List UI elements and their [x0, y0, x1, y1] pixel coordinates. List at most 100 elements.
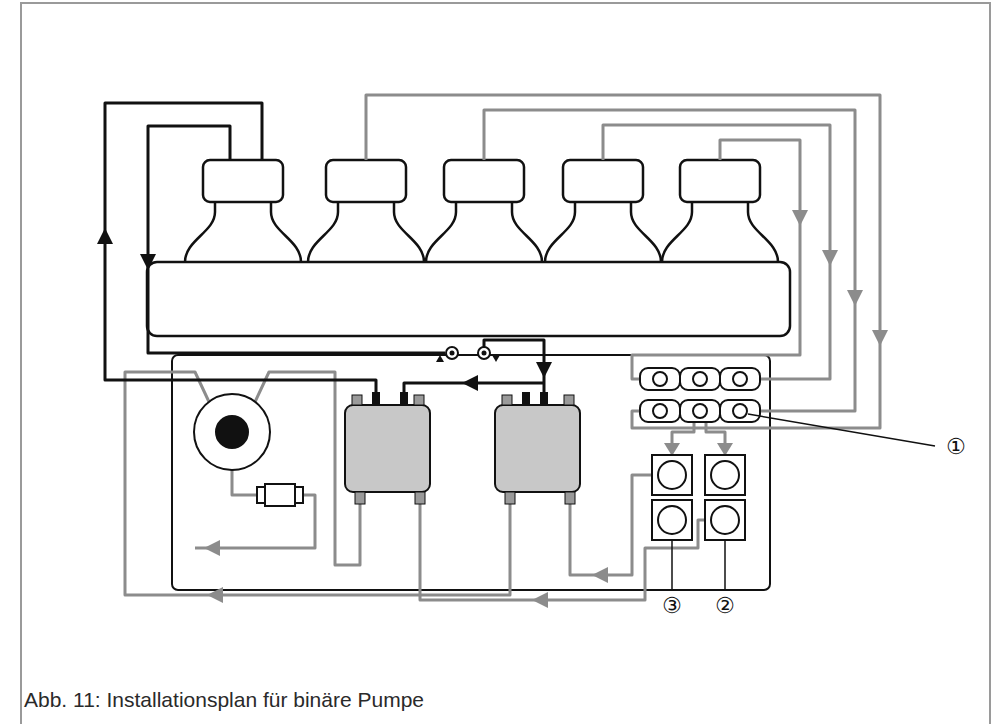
solvent-bottle — [308, 200, 424, 262]
solvent-line — [632, 140, 800, 379]
solvent-bottle — [185, 200, 301, 262]
leader-line — [671, 540, 673, 589]
port-symbol — [482, 351, 487, 356]
figure-caption: Abb. 11: Installationsplan für binäre Pu… — [24, 687, 424, 712]
valve-block — [693, 404, 707, 418]
flow-arrowhead — [207, 587, 223, 603]
solvent-line — [484, 110, 855, 411]
solvent-bottle — [326, 160, 406, 202]
pump-fitting — [414, 395, 424, 405]
port-symbol — [436, 355, 444, 362]
check-valve — [705, 455, 745, 495]
pump-fitting — [352, 395, 362, 405]
flow-arrowhead — [204, 540, 220, 556]
callout-number: ③ — [662, 594, 682, 618]
flow-arrowhead — [822, 250, 838, 266]
inline-filter — [295, 487, 303, 503]
valve-block — [720, 368, 760, 390]
inline-filter — [265, 484, 295, 506]
check-valve — [652, 455, 745, 540]
solvent-line — [125, 372, 510, 595]
solvent-bottle — [545, 200, 661, 262]
check-valve — [652, 500, 692, 540]
pump-head — [345, 405, 580, 492]
rinse-line — [105, 103, 376, 393]
check-valve — [652, 455, 692, 495]
check-valve — [711, 506, 739, 534]
rinse-arrowhead — [97, 228, 552, 391]
rinse-port — [446, 347, 458, 359]
solvent-line — [570, 475, 652, 575]
solvent-line — [125, 95, 880, 600]
rinse-line — [484, 340, 544, 393]
rinse-arrowhead — [140, 254, 156, 270]
flow-arrowhead — [592, 567, 608, 583]
check-valve — [705, 500, 745, 540]
solvent-line — [232, 470, 257, 495]
solvent-tray — [147, 262, 790, 336]
mixer — [216, 416, 248, 448]
port-symbol — [436, 351, 500, 363]
rinse-port — [446, 347, 490, 359]
pump-connector — [540, 392, 548, 406]
check-valve — [711, 461, 739, 489]
flow-arrowhead — [792, 210, 808, 226]
inline-filter — [257, 484, 303, 506]
valve-block — [640, 400, 680, 422]
pump-connector — [522, 392, 530, 406]
valve-block — [680, 368, 720, 390]
callout-number: ② — [715, 594, 735, 618]
valve-block — [653, 404, 667, 418]
solvent-bottle — [444, 160, 524, 202]
valve-block — [680, 400, 720, 422]
flow-arrowhead — [872, 330, 888, 346]
solvent-line — [420, 504, 705, 600]
inline-filter — [257, 487, 265, 503]
pump-housing — [172, 355, 770, 590]
solvent-line — [603, 125, 830, 379]
solvent-line — [706, 422, 725, 446]
leader-line — [672, 414, 935, 589]
pump-fitting — [355, 492, 365, 504]
pump-head — [495, 405, 580, 492]
rinse-line — [148, 126, 445, 353]
pump-connector — [372, 392, 380, 406]
valve-block — [640, 368, 760, 422]
callout-number: ① — [946, 435, 966, 459]
leader-line — [748, 414, 935, 446]
pump-fitting — [352, 395, 575, 504]
rinse-arrowhead — [462, 375, 478, 391]
valve-block — [653, 372, 667, 386]
mixer — [194, 394, 270, 470]
valve-block — [720, 400, 760, 422]
pump-connector — [372, 392, 548, 406]
rinse-arrowhead — [97, 228, 113, 244]
solvent-tray — [147, 262, 790, 336]
mixer — [194, 394, 270, 470]
valve-block — [693, 372, 707, 386]
check-valve — [658, 461, 686, 489]
pump-housing — [172, 355, 770, 590]
solvent-bottle — [680, 160, 760, 202]
leader-line — [724, 540, 726, 589]
pump-fitting — [502, 395, 512, 405]
flow-arrowhead — [847, 290, 863, 306]
figure-frame — [21, 3, 990, 724]
pump-fitting — [564, 395, 574, 405]
rinse-port — [478, 347, 490, 359]
port-symbol — [492, 355, 500, 362]
flow-arrowhead — [532, 592, 548, 608]
pump-fitting — [415, 492, 425, 504]
solvent-line — [366, 95, 880, 428]
pump-fitting — [565, 492, 575, 504]
pump-fitting — [505, 492, 515, 504]
pump-head — [345, 405, 430, 492]
solvent-bottle — [185, 160, 778, 262]
valve-block — [640, 368, 680, 390]
solvent-bottle — [563, 160, 643, 202]
pump-connector — [400, 392, 408, 406]
solvent-bottle — [662, 200, 778, 262]
solvent-line — [672, 422, 694, 446]
rinse-arrowhead — [536, 362, 552, 378]
